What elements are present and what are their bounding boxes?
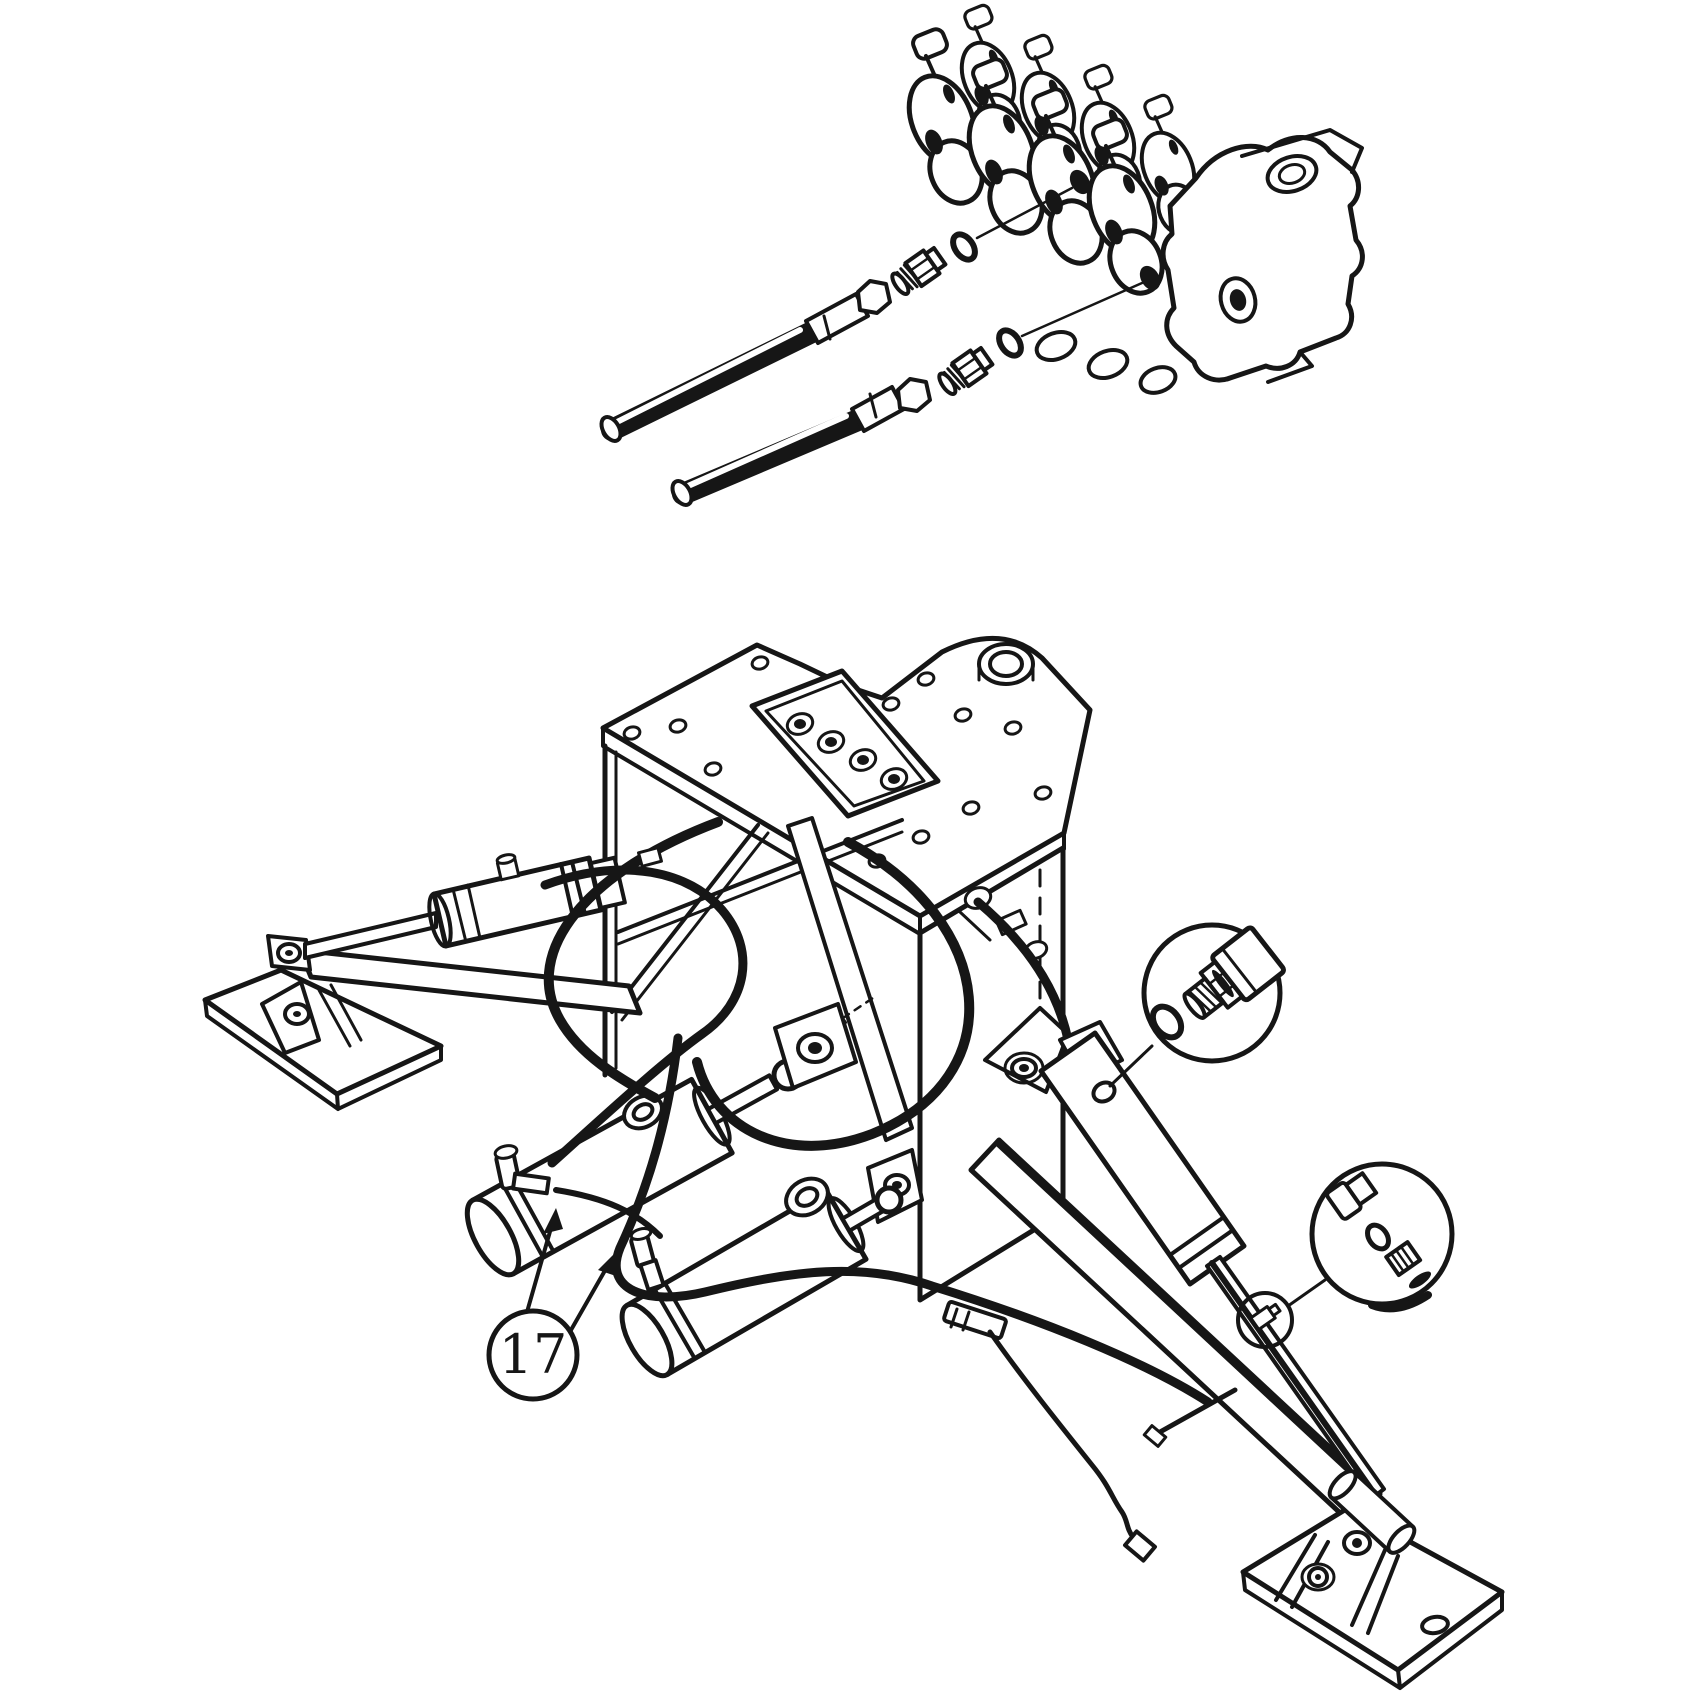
elbow-fitting-upper — [493, 1144, 551, 1196]
valve-port-lower — [1139, 265, 1161, 291]
plate-bolt-holes — [622, 655, 1053, 869]
right-stabilizer-assembly — [942, 1020, 1505, 1690]
foot-pivot-barrel — [1327, 1469, 1417, 1555]
nipple-part — [1384, 1240, 1423, 1278]
leader-line-upper — [975, 186, 1074, 240]
valve-port-upper — [1069, 169, 1091, 195]
left-stabilizer-assembly — [202, 853, 643, 1111]
callout-17-circle — [486, 1308, 580, 1402]
callout-17: 17 — [486, 1208, 618, 1402]
leader-line-lower — [1020, 281, 1144, 338]
plug-part — [1325, 1171, 1379, 1221]
frame-strut — [786, 816, 914, 1142]
o-ring-lower — [996, 327, 1024, 359]
arrow-head-2 — [598, 1250, 618, 1276]
hose-clamp — [637, 846, 663, 868]
foot-pivot-bolts — [1300, 1530, 1372, 1592]
hose-assembly-lower — [670, 281, 1144, 507]
hose-nut-lower — [896, 377, 932, 413]
left-foot-pad — [202, 967, 444, 1111]
callout-17-label: 17 — [499, 1323, 568, 1386]
ball-joint-lower — [874, 1185, 904, 1215]
detail-circle-2 — [1309, 1161, 1455, 1307]
hose-assembly-upper — [599, 186, 1074, 443]
hose-nut-upper — [856, 279, 892, 315]
cylinder-port-fitting — [495, 853, 521, 882]
o-ring-detail-1 — [1149, 1003, 1185, 1041]
leg-clamp-pin — [1142, 1387, 1238, 1448]
leg-fitting — [1249, 1302, 1282, 1331]
detail-view-port-fitting — [1108, 922, 1286, 1088]
o-ring-upper — [950, 231, 978, 263]
valve-spool-tops — [785, 712, 909, 791]
right-foot-pad — [1240, 1469, 1505, 1690]
top-plate — [600, 635, 1093, 936]
adapter-fitting-upper — [886, 242, 950, 301]
detail-view-exploded-fitting — [1236, 1161, 1455, 1349]
adapter-fitting-lower — [933, 342, 997, 401]
elbow-fitting-lower — [629, 1227, 666, 1292]
tube-assembly — [942, 1299, 1157, 1563]
left-foot-pivot — [260, 980, 363, 1055]
frame-left-face — [602, 743, 914, 1142]
source-ring — [1236, 1291, 1294, 1349]
arrow-head-1 — [543, 1208, 563, 1234]
control-valve-bank — [897, 4, 1365, 395]
valve-end-housing — [1160, 128, 1365, 384]
swing-cylinder-upper — [464, 1002, 858, 1278]
hydraulic-hoses-mid — [540, 817, 1213, 1407]
washer-part — [1365, 1222, 1391, 1252]
